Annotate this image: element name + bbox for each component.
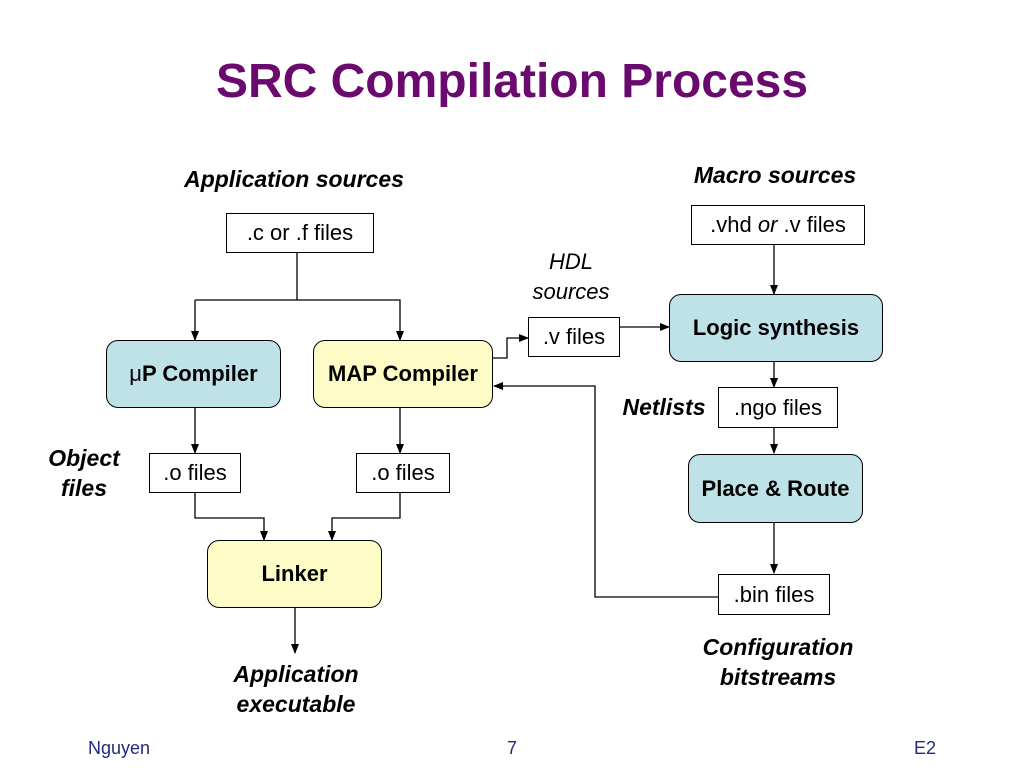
up-compiler-label: P Compiler: [141, 361, 258, 386]
process-map-compiler: MAP Compiler: [313, 340, 493, 408]
file-o-right: .o files: [356, 453, 450, 493]
footer-page-number: 7: [506, 738, 517, 758]
process-place-route: Place & Route: [688, 454, 863, 523]
file-vhd-part1: .vhd: [710, 212, 758, 237]
label-application-executable: Application executable: [205, 659, 387, 719]
up-compiler-symbol: μ: [129, 361, 142, 386]
wire-to-up-compiler: [195, 299, 297, 340]
file-c-or-f: .c or .f files: [226, 213, 374, 253]
wire-bin-feedback-to-map: [493, 382, 718, 598]
file-vhd-part2: .v files: [777, 212, 846, 237]
slide-title: SRC Compilation Process: [215, 55, 809, 108]
label-configuration-bitstreams-line2: bitstreams: [719, 664, 837, 690]
footer-code: E2: [914, 738, 937, 758]
label-hdl-sources-line2: sources: [532, 279, 610, 304]
label-object-files-line1: Object: [48, 445, 120, 471]
process-logic-synthesis: Logic synthesis: [669, 294, 883, 362]
file-v: .v files: [528, 317, 620, 357]
label-configuration-bitstreams-line1: Configuration: [702, 634, 854, 660]
process-linker: Linker: [207, 540, 382, 608]
file-ngo: .ngo files: [718, 387, 838, 428]
footer-author: Nguyen: [88, 738, 151, 758]
label-configuration-bitstreams: Configuration bitstreams: [676, 632, 880, 692]
wire-ofiles-right-to-linker: [328, 493, 401, 541]
label-object-files: Object files: [30, 443, 138, 503]
label-application-executable-line1: Application: [233, 661, 359, 687]
label-netlists: Netlists: [622, 394, 706, 420]
wire-ofiles-left-to-linker: [194, 493, 268, 541]
label-application-sources: Application sources: [184, 166, 404, 192]
label-application-executable-line2: executable: [236, 691, 356, 717]
file-vhd-or-v: .vhd or .v files: [691, 205, 865, 245]
file-vhd-or: or: [757, 212, 778, 237]
label-object-files-line2: files: [60, 475, 108, 501]
label-hdl-sources-line1: HDL: [548, 249, 593, 274]
label-hdl-sources: HDL sources: [512, 247, 630, 307]
file-o-left: .o files: [149, 453, 241, 493]
file-bin: .bin files: [718, 574, 830, 615]
label-macro-sources: Macro sources: [693, 162, 857, 188]
wire-map-to-vfiles: [493, 334, 529, 359]
wire-to-map-compiler: [297, 299, 404, 341]
